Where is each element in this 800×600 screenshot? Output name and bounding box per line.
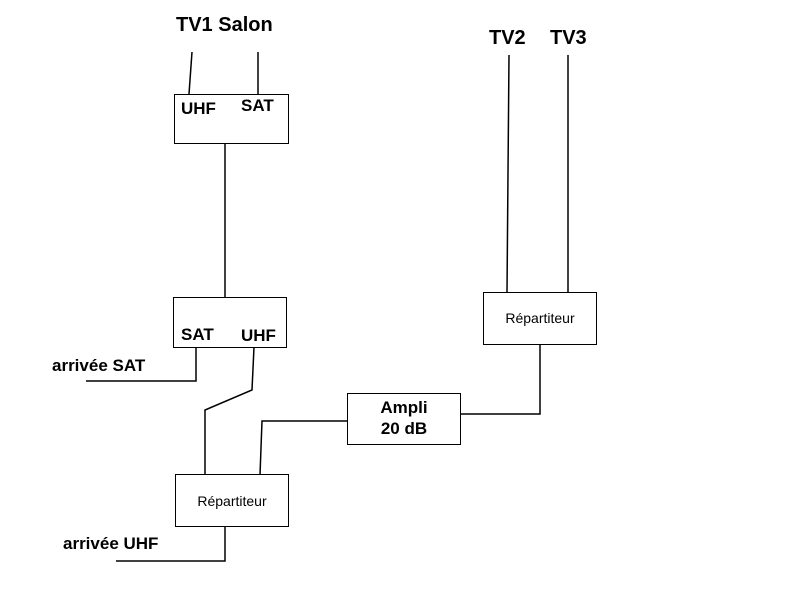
arrivee-uhf-cable (116, 526, 226, 562)
tv3-label: TV3 (550, 27, 587, 49)
ampli-to-splitter-cable (460, 344, 541, 415)
amplifier-label-line1: Ampli (380, 398, 428, 417)
splitter-bottom-label: Répartiteur (197, 493, 267, 509)
tv1-uhf-cable (188, 51, 193, 95)
tv2-cable (506, 54, 510, 293)
splitter-to-ampli-cable (259, 420, 347, 476)
tv1-box-uhf-port: UHF (181, 99, 216, 118)
splitter-top-label: Répartiteur (505, 310, 575, 326)
tv2-label: TV2 (489, 27, 526, 49)
switch-box-sat-port: SAT (181, 325, 214, 344)
arrivee-sat-cable (86, 347, 197, 382)
splitter-bottom-box: Répartiteur (175, 474, 289, 527)
amplifier-label-line2: 20 dB (380, 419, 428, 438)
arrivee-uhf-label: arrivée UHF (63, 534, 159, 553)
tv1-box-sat-port: SAT (241, 96, 274, 115)
tv1-salon-label: TV1 Salon (176, 14, 273, 36)
tv1-connection-box: UHF SAT (174, 94, 289, 144)
switch-to-splitter-cable (204, 346, 255, 475)
splitter-top-box: Répartiteur (483, 292, 597, 345)
amplifier-box: Ampli 20 dB (347, 393, 461, 445)
switch-box: SAT UHF (173, 297, 287, 348)
switch-box-uhf-port: UHF (241, 326, 276, 345)
arrivee-sat-label: arrivée SAT (52, 356, 146, 375)
